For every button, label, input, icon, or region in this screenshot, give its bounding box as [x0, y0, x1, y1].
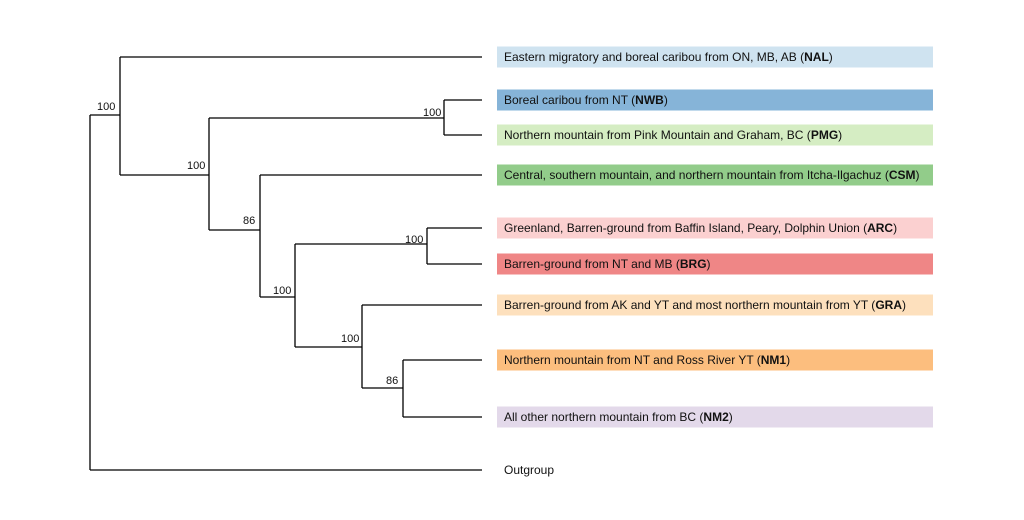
leaf-gra: Barren-ground from AK and YT and most no… [497, 294, 933, 316]
support-value: 100 [273, 285, 291, 297]
leaf-label: All other northern mountain from BC (NM2… [504, 410, 733, 424]
leaf-suffix: ) [838, 128, 842, 142]
leaf-nal: Eastern migratory and boreal caribou fro… [497, 46, 933, 68]
leaf-suffix: ) [664, 93, 668, 107]
leaf-code: NAL [804, 50, 829, 64]
support-value: 100 [405, 234, 423, 246]
leaf-color-box [497, 294, 933, 316]
leaf-label-text: All other northern mountain from BC ( [504, 410, 703, 424]
leaf-label-text: Northern mountain from NT and Ross River… [504, 353, 761, 367]
leaf-label-text: Central, southern mountain, and northern… [504, 168, 889, 182]
leaf-color-box [497, 164, 933, 186]
leaf-csm: Central, southern mountain, and northern… [497, 164, 933, 186]
leaf-color-box [497, 349, 933, 371]
leaf-suffix: ) [829, 50, 833, 64]
leaf-code: CSM [889, 168, 916, 182]
leaf-code: BRG [680, 257, 707, 271]
leaf-code: ARC [867, 221, 893, 235]
leaf-code: NM1 [761, 353, 787, 367]
support-value: 86 [386, 375, 398, 387]
support-value: 100 [423, 107, 441, 119]
leaf-nm1: Northern mountain from NT and Ross River… [497, 349, 933, 371]
leaf-label-text: Barren-ground from AK and YT and most no… [504, 298, 875, 312]
support-value: 100 [97, 101, 115, 113]
support-value: 100 [341, 333, 359, 345]
leaf-suffix: ) [916, 168, 920, 182]
leaf-suffix: ) [893, 221, 897, 235]
tree-branches [89, 56, 482, 471]
leaf-suffix: ) [729, 410, 733, 424]
leaf-label-text: Northern mountain from Pink Mountain and… [504, 128, 811, 142]
leaf-label: Greenland, Barren-ground from Baffin Isl… [504, 221, 897, 235]
leaf-color-box [497, 124, 933, 146]
leaf-label-text: Eastern migratory and boreal caribou fro… [504, 50, 804, 64]
leaf-label-text: Greenland, Barren-ground from Baffin Isl… [504, 221, 867, 235]
leaf-arc: Greenland, Barren-ground from Baffin Isl… [497, 217, 933, 239]
leaf-color-box [497, 46, 933, 68]
leaf-label: Outgroup [504, 463, 554, 477]
leaf-color-box [497, 89, 933, 111]
leaf-out: Outgroup [504, 463, 554, 477]
leaf-nwb: Boreal caribou from NT (NWB) [497, 89, 933, 111]
leaf-color-box [497, 253, 933, 275]
leaf-code: NM2 [703, 410, 729, 424]
leaf-code: NWB [635, 93, 664, 107]
leaf-label-text: Outgroup [504, 463, 554, 477]
leaf-suffix: ) [786, 353, 790, 367]
leaf-color-box [497, 406, 933, 428]
support-value: 100 [187, 160, 205, 172]
leaf-suffix: ) [707, 257, 711, 271]
leaf-label: Eastern migratory and boreal caribou fro… [504, 50, 833, 64]
support-values: 100 100 100 86 100 100 100 86 [97, 101, 441, 387]
leaf-code: PMG [811, 128, 838, 142]
leaf-label: Barren-ground from AK and YT and most no… [504, 298, 906, 312]
leaf-label-text: Barren-ground from NT and MB ( [504, 257, 680, 271]
leaf-label: Northern mountain from Pink Mountain and… [504, 128, 842, 142]
support-value: 86 [243, 215, 255, 227]
leaf-suffix: ) [902, 298, 906, 312]
leaf-code: GRA [875, 298, 902, 312]
leaf-brg: Barren-ground from NT and MB (BRG) [497, 253, 933, 275]
leaf-color-box [497, 217, 933, 239]
leaf-label-text: Boreal caribou from NT ( [504, 93, 635, 107]
leaf-label: Central, southern mountain, and northern… [504, 168, 920, 182]
leaf-label: Boreal caribou from NT (NWB) [504, 93, 668, 107]
leaf-labels: Eastern migratory and boreal caribou fro… [497, 46, 933, 477]
leaf-label: Northern mountain from NT and Ross River… [504, 353, 790, 367]
leaf-label: Barren-ground from NT and MB (BRG) [504, 257, 711, 271]
leaf-pmg: Northern mountain from Pink Mountain and… [497, 124, 933, 146]
leaf-nm2: All other northern mountain from BC (NM2… [497, 406, 933, 428]
